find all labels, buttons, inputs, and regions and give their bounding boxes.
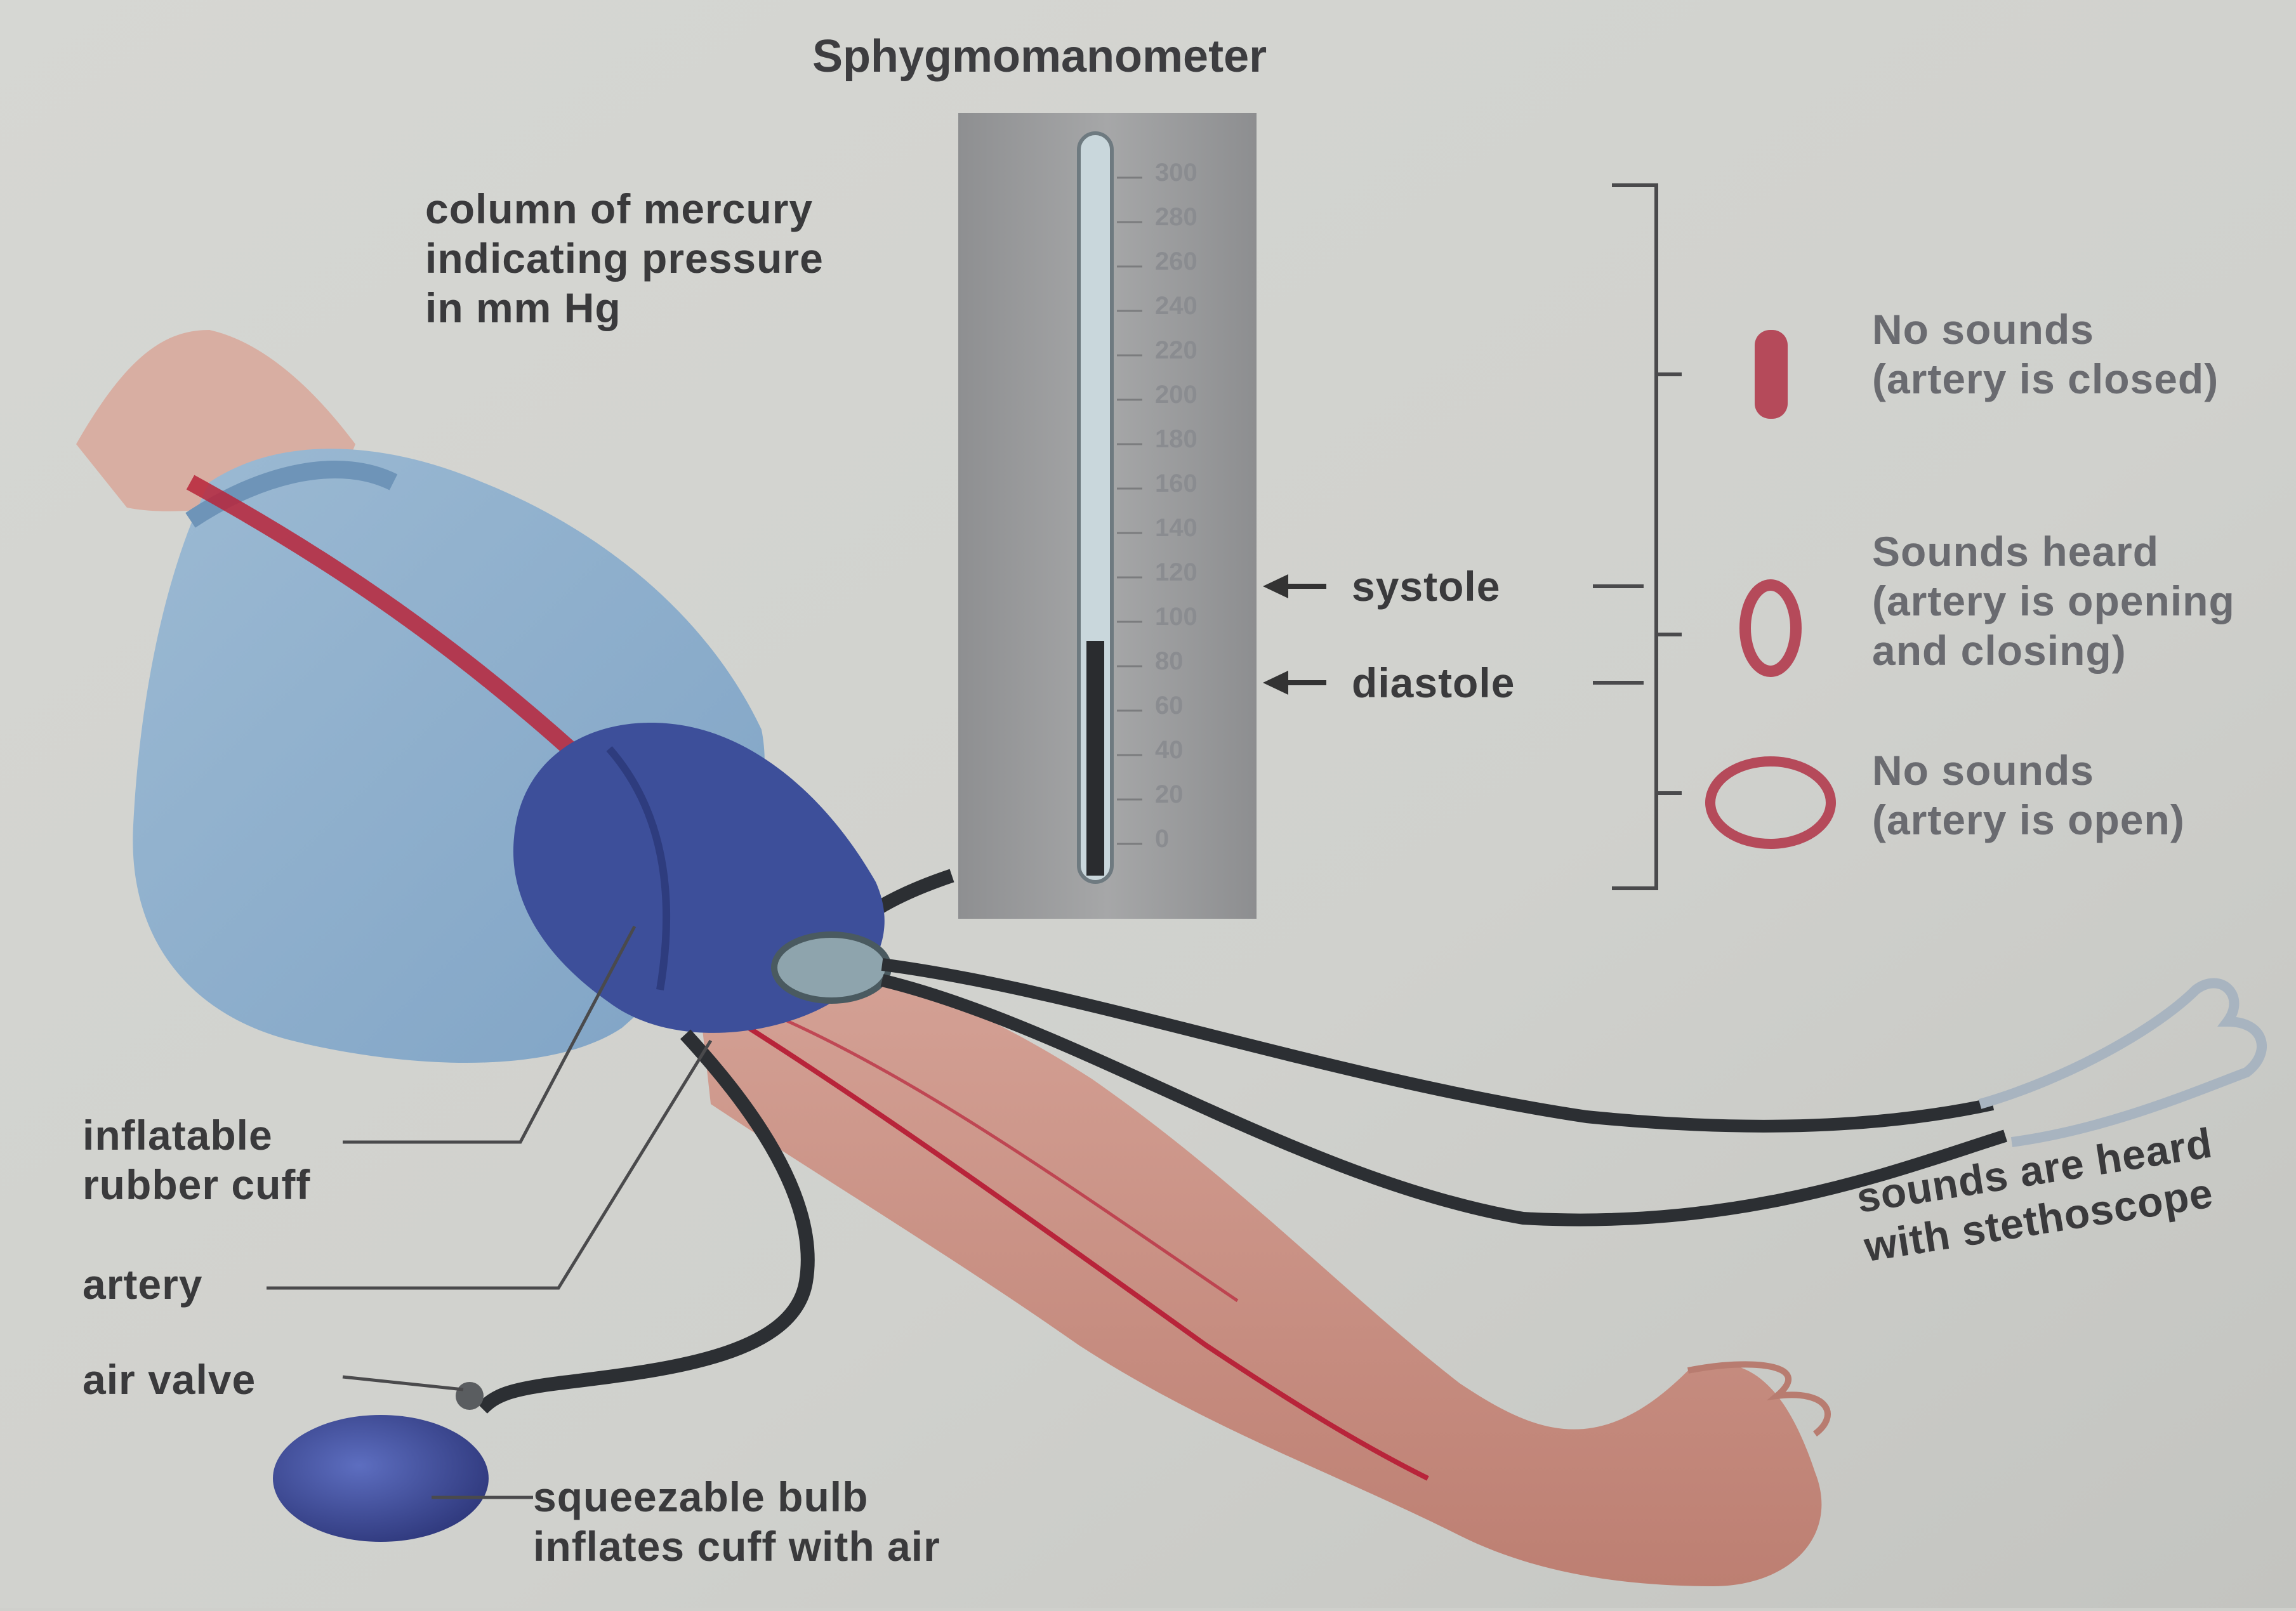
cuff-label-line: inflatable (82, 1110, 310, 1160)
mercury-label-line: column of mercury (425, 184, 824, 233)
open-artery-line: (artery is open) (1872, 795, 2185, 845)
mercury-label-line: indicating pressure (425, 233, 824, 283)
scale-tick-label: 220 (1155, 336, 1250, 365)
scale-tick-label: 120 (1155, 558, 1250, 587)
artery-closed-icon (1755, 330, 1788, 419)
cuff-label: inflatable rubber cuff (82, 1110, 310, 1209)
cuff-label-line: rubber cuff (82, 1160, 310, 1209)
open-artery-line: No sounds (1872, 746, 2185, 795)
scale-tick-label: 80 (1155, 647, 1250, 676)
bulb (273, 1415, 489, 1542)
scale-tick-label: 20 (1155, 780, 1250, 809)
air-valve-label: air valve (82, 1355, 256, 1404)
bulb-label: squeezable bulb inflates cuff with air (533, 1472, 940, 1571)
scale-tick-label: 140 (1155, 514, 1250, 542)
scale-tick-label: 100 (1155, 603, 1250, 631)
systole-label: systole (1352, 562, 1500, 611)
diagram-title: Sphygmomanometer (812, 30, 1267, 82)
scale-tick-label: 280 (1155, 203, 1250, 232)
opening-artery-line: and closing) (1872, 626, 2235, 675)
scale-tick-label: 240 (1155, 292, 1250, 320)
artery-label: artery (82, 1259, 202, 1309)
opening-artery-label: Sounds heard (artery is opening and clos… (1872, 527, 2235, 675)
scale-tick-label: 260 (1155, 247, 1250, 276)
scale-tick-label: 180 (1155, 425, 1250, 454)
scale-tick-label: 40 (1155, 736, 1250, 765)
opening-artery-line: Sounds heard (1872, 527, 2235, 576)
closed-artery-label: No sounds (artery is closed) (1872, 305, 2219, 404)
diastole-label: diastole (1352, 658, 1515, 707)
stethoscope-diaphragm (774, 935, 888, 1001)
opening-artery-line: (artery is opening (1872, 576, 2235, 626)
mercury-label: column of mercury indicating pressure in… (425, 184, 824, 332)
air-valve (456, 1382, 484, 1410)
scale-tick-label: 0 (1155, 825, 1250, 853)
mercury-label-line: in mm Hg (425, 283, 824, 332)
mercury-column (1086, 641, 1104, 876)
closed-artery-line: (artery is closed) (1872, 354, 2219, 404)
scale-tick-label: 60 (1155, 692, 1250, 720)
closed-artery-line: No sounds (1872, 305, 2219, 354)
bulb-label-line: inflates cuff with air (533, 1522, 940, 1571)
scale-tick-label: 200 (1155, 381, 1250, 409)
scale-tick-label: 300 (1155, 159, 1250, 187)
scale-tick-label: 160 (1155, 470, 1250, 498)
bulb-label-line: squeezable bulb (533, 1472, 940, 1522)
open-artery-label: No sounds (artery is open) (1872, 746, 2185, 845)
